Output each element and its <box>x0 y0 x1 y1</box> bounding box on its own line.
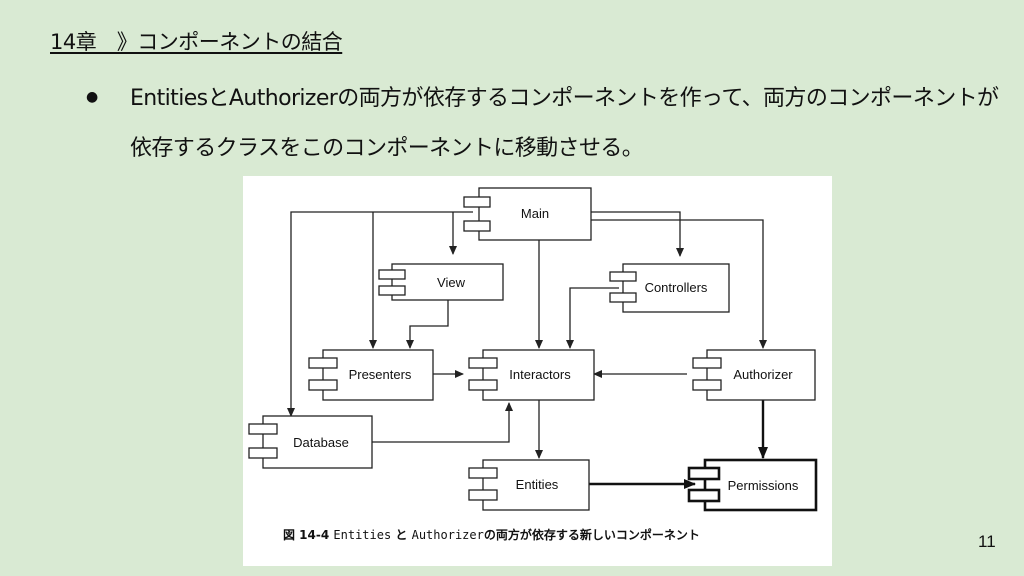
component-port <box>378 269 406 280</box>
component-entities: Entities <box>468 459 590 511</box>
page-number: 11 <box>978 532 996 551</box>
component-port <box>468 467 498 479</box>
component-port <box>248 423 278 435</box>
dependency-arrows <box>287 211 767 459</box>
component-presenters: Presenters <box>308 349 434 401</box>
permissions-arrows <box>589 400 768 489</box>
component-label-presenters: Presenters <box>349 367 412 382</box>
bullet-text: EntitiesとAuthorizerの両方が依存するコンポーネントを作って、両… <box>130 86 999 161</box>
caption-suffix: の両方が依存する新しいコンポーネント <box>483 528 700 542</box>
component-port <box>687 466 721 481</box>
component-port <box>468 357 498 369</box>
component-interactors: Interactors <box>468 349 595 401</box>
component-label-interactors: Interactors <box>509 367 571 382</box>
slide-title: 14章 》コンポーネントの結合 <box>50 30 343 54</box>
component-label-authorizer: Authorizer <box>733 367 793 382</box>
component-port <box>308 357 338 369</box>
arrow-database-to-interactors <box>372 402 513 443</box>
figure-caption: 図 14-4 Entities と Authorizerの両方が依存する新しいコ… <box>283 526 700 543</box>
component-main: Main <box>463 187 592 241</box>
component-port <box>248 447 278 459</box>
component-diagram-figure: Main View Controllers Presenters <box>243 176 832 566</box>
component-view: View <box>378 263 504 301</box>
component-label-view: View <box>437 275 466 290</box>
component-port <box>692 357 722 369</box>
component-diagram: Main View Controllers Presenters <box>248 187 818 512</box>
component-port <box>692 379 722 391</box>
component-label-entities: Entities <box>516 477 559 492</box>
caption-prefix: 図 14-4 <box>283 528 330 542</box>
component-port <box>609 292 637 303</box>
component-authorizer: Authorizer <box>692 349 816 401</box>
component-permissions: Permissions <box>687 458 818 512</box>
component-port <box>468 379 498 391</box>
component-controllers: Controllers <box>609 263 730 313</box>
caption-and: と <box>395 528 408 542</box>
component-label-database: Database <box>293 435 349 450</box>
component-database: Database <box>248 415 373 469</box>
component-port <box>468 489 498 501</box>
component-port <box>687 488 721 503</box>
component-port <box>463 220 491 232</box>
arrow-main-to-authorizer <box>591 219 767 349</box>
component-port <box>308 379 338 391</box>
arrow-main-to-controllers <box>591 211 684 257</box>
component-port <box>609 271 637 282</box>
arrow-controllers-to-interactors <box>566 287 619 349</box>
component-label-main: Main <box>521 206 549 221</box>
component-port <box>463 196 491 208</box>
caption-authorizer: Authorizer <box>411 528 484 542</box>
caption-entities: Entities <box>333 528 392 542</box>
bullet-marker: ● <box>86 89 99 105</box>
arrow-main-to-database <box>287 211 473 417</box>
arrow-view-to-presenters <box>406 300 449 349</box>
component-label-permissions: Permissions <box>728 478 799 493</box>
component-label-controllers: Controllers <box>645 280 708 295</box>
component-port <box>378 285 406 296</box>
